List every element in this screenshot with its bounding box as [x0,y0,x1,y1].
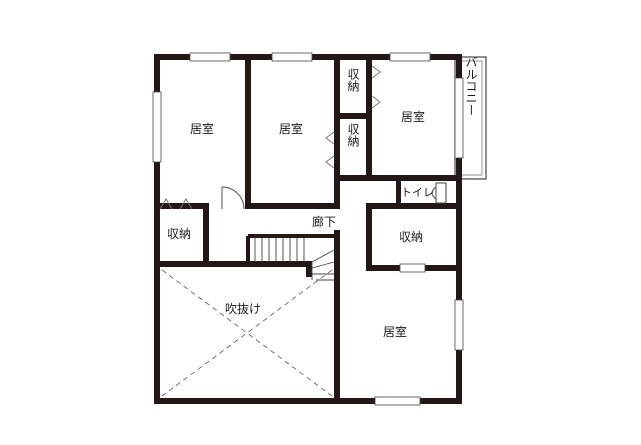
room-label-hallway: 廊下 [312,214,336,229]
walls [154,54,462,404]
atrium-diagonals [161,269,333,397]
room-label-storage-mid-top: 収納 [346,68,360,92]
door-swing [159,65,381,210]
windows [152,52,464,406]
room-label-bedroom-1: 居室 [190,121,214,136]
room-label-bedroom-2: 居室 [279,121,303,136]
toilet-fixture [431,182,447,204]
room-label-bedroom-3: 居室 [401,109,425,124]
room-label-bedroom-4: 居室 [383,324,407,339]
room-label-balcony: バルコニー [464,56,478,116]
room-label-storage-mid-bottom: 収納 [346,123,360,147]
room-label-toilet: トイレ [401,186,434,199]
room-label-atrium: 吹抜け [225,302,261,316]
room-label-storage-left: 収納 [167,227,191,241]
staircase [246,234,335,281]
room-label-storage-right: 収納 [399,230,423,244]
